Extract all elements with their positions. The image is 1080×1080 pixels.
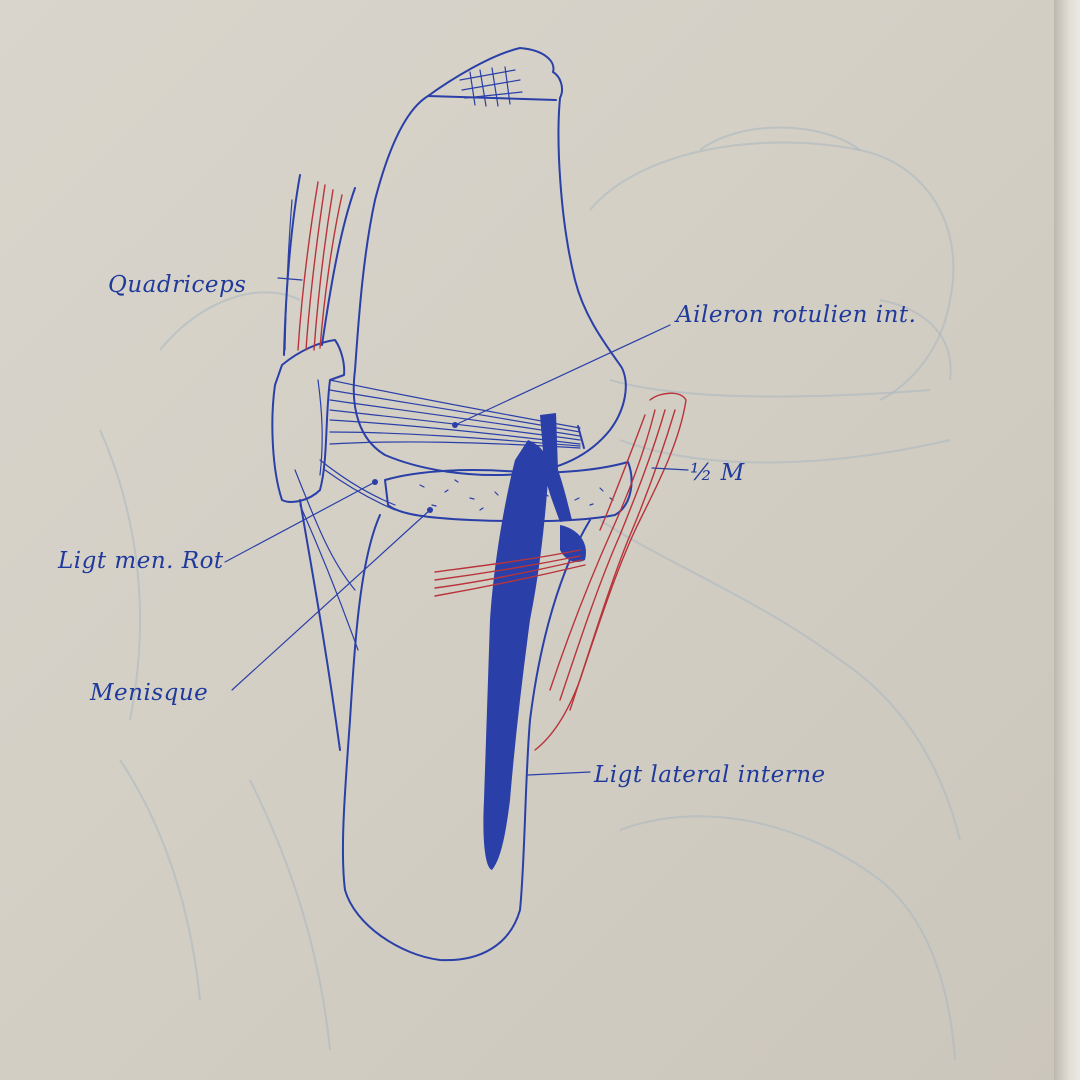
quadriceps-tendon — [283, 174, 356, 356]
label-half-m: ½ M — [690, 460, 746, 486]
medial-collateral-ligament — [483, 413, 586, 870]
page-edge — [1054, 0, 1080, 1080]
label-aileron-rotulien: Aileron rotulien int. — [674, 302, 916, 328]
label-ligt-men-rot: Ligt men. Rot — [57, 548, 224, 574]
background-printed-illustration — [99, 126, 961, 1061]
label-quadriceps: Quadriceps — [108, 272, 246, 298]
leader-lines — [224, 277, 689, 776]
semimembranosus-muscle — [434, 392, 687, 751]
label-ligt-lateral-interne: Ligt lateral interne — [593, 762, 826, 788]
femur-outline — [352, 47, 627, 477]
tibia-outline — [294, 459, 591, 962]
label-menisque: Menisque — [89, 680, 208, 706]
patella — [271, 339, 346, 503]
